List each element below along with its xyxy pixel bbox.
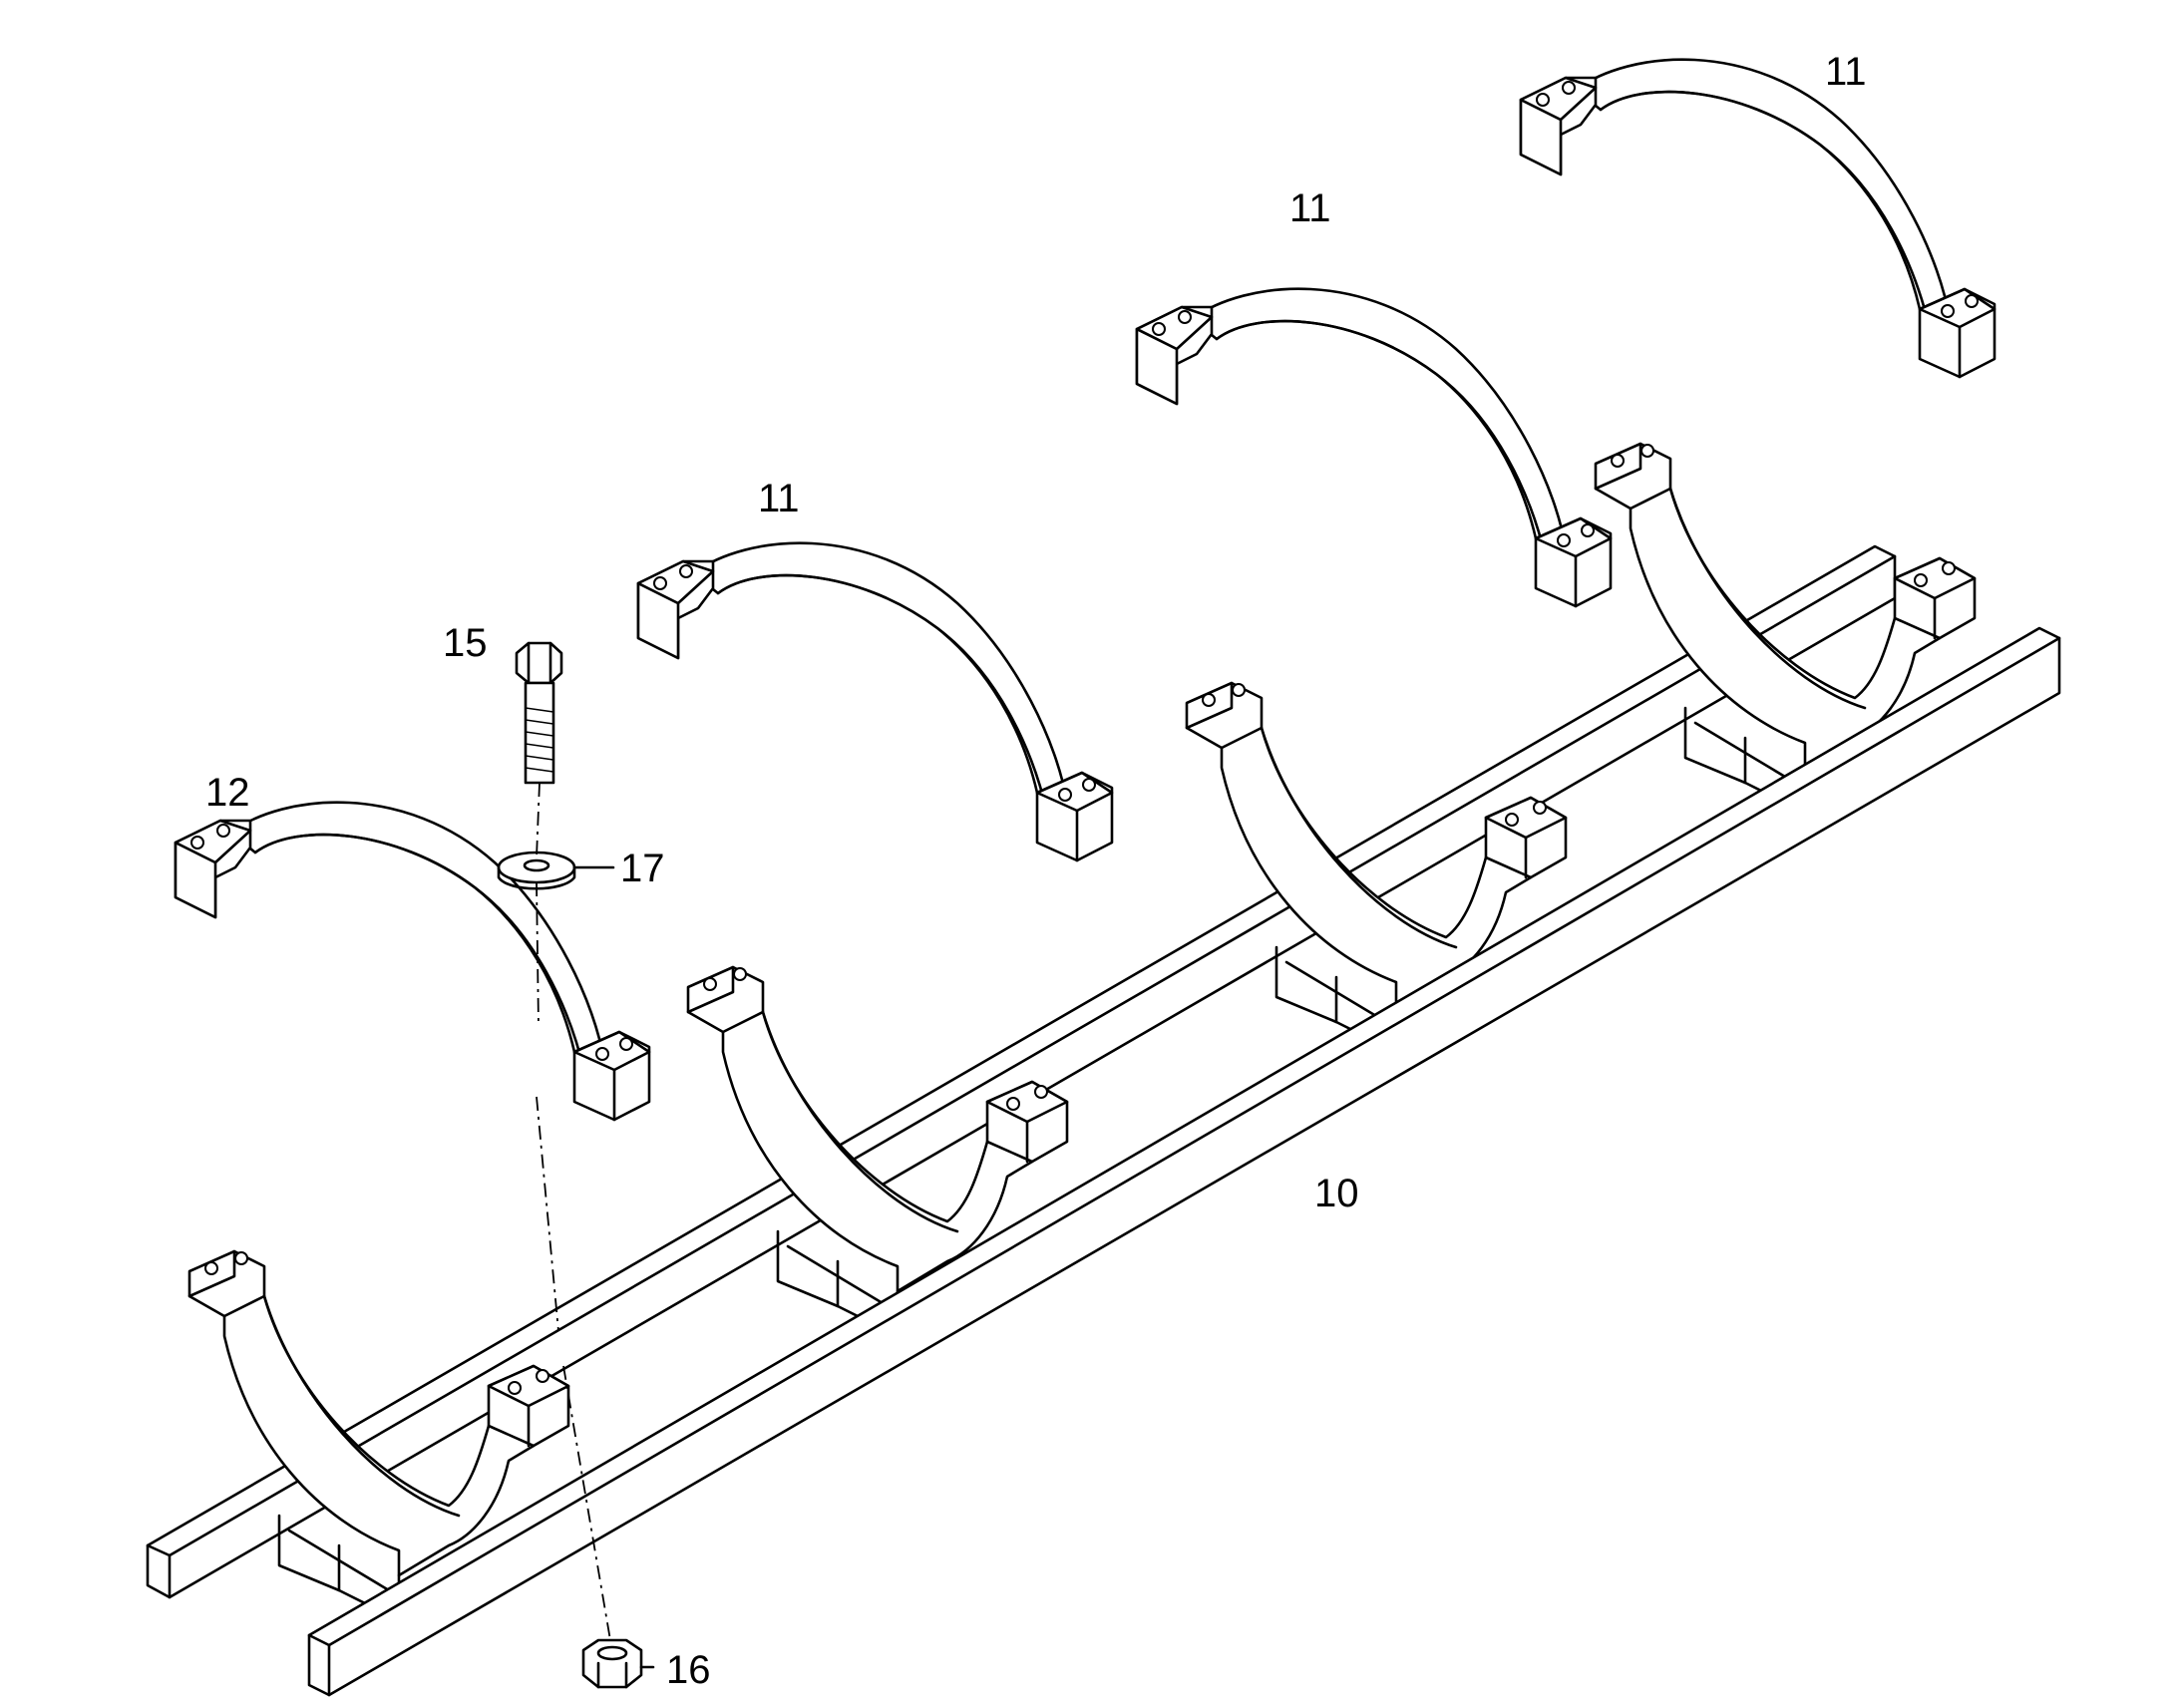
front-rail xyxy=(307,626,2061,1697)
nut-16 xyxy=(581,1638,643,1689)
cap-11-top xyxy=(1519,58,1997,379)
callout-17: 17 xyxy=(620,847,665,890)
callout-15: 15 xyxy=(443,621,488,665)
assembly-centerlines xyxy=(536,782,611,1641)
cap-11-middle xyxy=(1135,287,1613,608)
callout-11-left: 11 xyxy=(758,477,800,520)
callout-11-top: 11 xyxy=(1825,50,1867,94)
callout-12: 12 xyxy=(205,771,250,815)
callout-16: 16 xyxy=(666,1648,711,1692)
callout-11-middle: 11 xyxy=(1289,186,1331,230)
bolt-15 xyxy=(515,641,563,785)
cap-11-left xyxy=(636,541,1114,862)
cap-12 xyxy=(174,801,651,1122)
callout-10: 10 xyxy=(1314,1172,1359,1215)
